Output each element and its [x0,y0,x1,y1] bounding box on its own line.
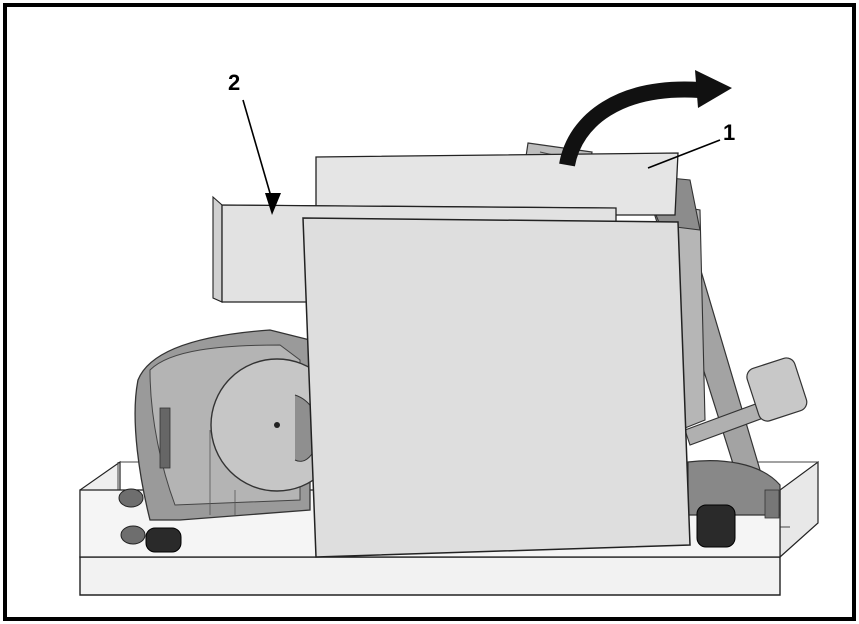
callout-2: 2 [228,70,281,215]
front-foot [145,527,182,553]
callout-2-label: 2 [228,70,240,95]
callout-1-label: 1 [723,120,735,145]
rear-foot [696,504,736,548]
callout-1: 1 [647,120,735,169]
carton-front [302,217,691,558]
carton-top [315,152,679,216]
rotate-arrow-icon [559,70,732,167]
